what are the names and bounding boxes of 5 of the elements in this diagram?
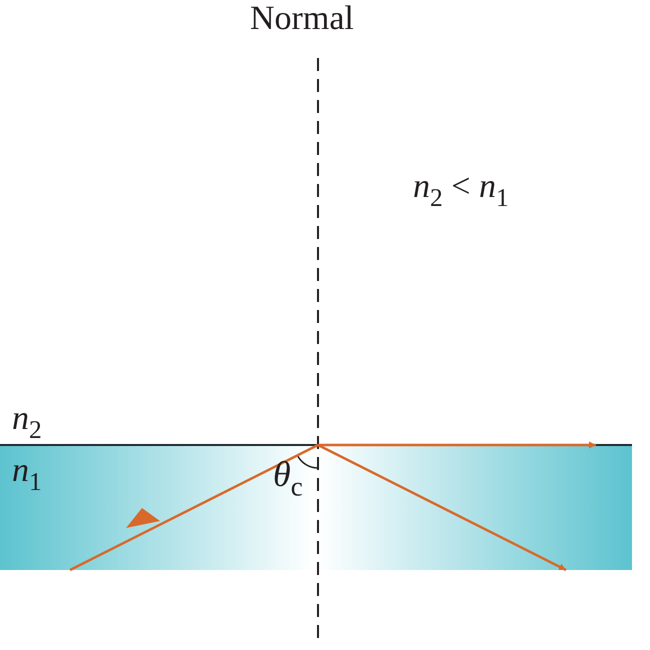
normal-label: Normal — [250, 0, 354, 38]
medium-label: n$_{1}$ — [12, 452, 42, 496]
angle-label: θ$_{c}$ — [273, 455, 303, 502]
index-relation-label: n$_{2}$ < n$_{1}$ — [413, 168, 509, 212]
medium-label: n$_{2}$ — [12, 400, 42, 444]
